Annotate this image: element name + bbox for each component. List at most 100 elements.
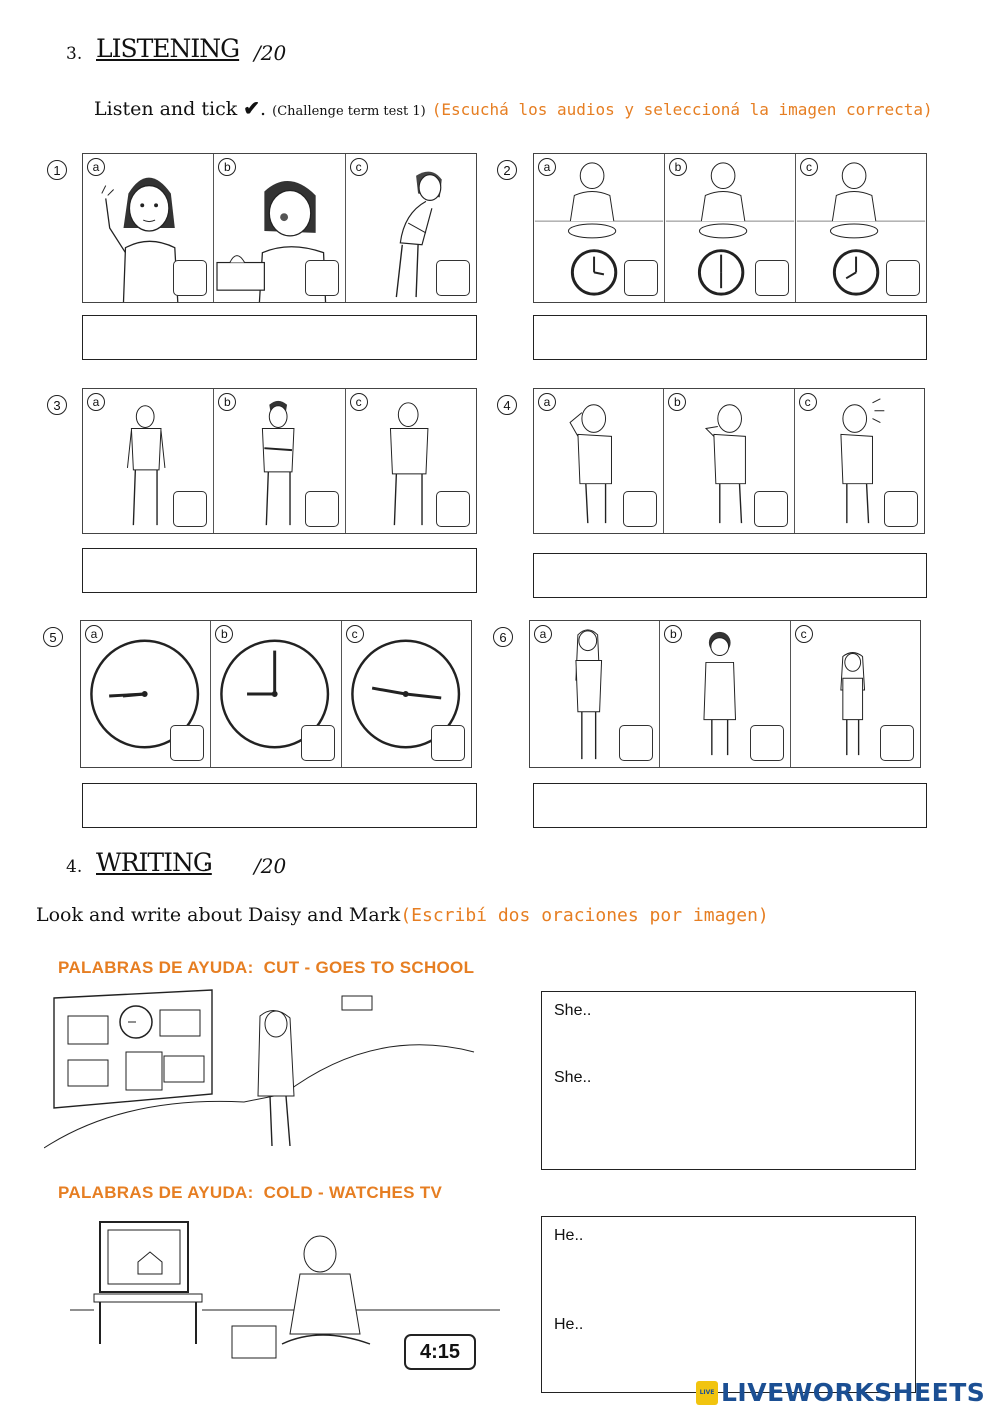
boy-headache-illustration	[569, 404, 612, 524]
clock-illustration	[350, 639, 460, 749]
option-a: a	[81, 621, 212, 767]
boy-eating-clock-illustration	[796, 162, 926, 296]
logo-text: LIVEWORKSHEETS	[721, 1378, 986, 1407]
question-6-panel: a b c	[529, 620, 921, 768]
question-1-panel: a b c	[82, 153, 477, 303]
man-arms-crossed-illustration	[262, 400, 295, 526]
option-c: c	[346, 154, 476, 302]
option-letter: a	[538, 158, 556, 176]
tick-box[interactable]	[304, 491, 339, 527]
tick-box[interactable]	[435, 260, 470, 296]
option-letter: c	[794, 625, 813, 643]
option-letter: b	[669, 158, 687, 176]
option-b: b	[211, 621, 342, 767]
section-title: LISTENING	[96, 34, 240, 63]
answer-box[interactable]	[82, 548, 477, 593]
option-c: c	[346, 389, 476, 533]
writing-instruction: Look and write about Daisy and Mark(Escr…	[36, 904, 769, 926]
tall-girl-illustration	[575, 629, 603, 760]
writing-box[interactable]: She.. She..	[541, 991, 916, 1170]
option-c: c	[796, 154, 926, 302]
instruction-text: Look and write about Daisy and Mark	[36, 904, 401, 926]
short-girl-illustration	[839, 652, 865, 756]
boy-watching-tv-illustration	[70, 1221, 500, 1359]
instruction-spanish: (Escuchá los audios y seleccioná la imag…	[431, 100, 933, 119]
tick-box[interactable]	[173, 260, 208, 296]
option-letter: c	[345, 625, 364, 643]
instruction-dot: .	[260, 98, 267, 120]
instruction-text: Listen and tick	[94, 98, 238, 120]
tick-box[interactable]	[755, 260, 789, 296]
option-b: b	[214, 154, 346, 302]
option-letter: a	[87, 158, 105, 176]
option-letter: c	[800, 158, 818, 176]
option-letter: a	[85, 625, 103, 643]
girl-school-illustration	[44, 989, 475, 1149]
question-5-panel: a b c	[80, 620, 472, 768]
tick-box[interactable]	[883, 491, 918, 527]
option-letter: c	[349, 158, 368, 176]
option-c: c	[795, 389, 924, 533]
option-b: b	[665, 154, 796, 302]
option-c: c	[791, 621, 920, 767]
tick-box[interactable]	[619, 725, 654, 761]
section-title: WRITING	[96, 848, 213, 877]
option-letter: b	[664, 625, 683, 643]
digital-clock: 4:15	[404, 1334, 476, 1370]
answer-box[interactable]	[533, 315, 927, 360]
option-b: b	[664, 389, 795, 533]
clock-illustration	[220, 639, 330, 749]
option-letter: b	[668, 393, 687, 411]
tick-box[interactable]	[753, 491, 788, 527]
girl-cut-finger-illustration	[101, 177, 179, 302]
tick-box[interactable]	[624, 260, 658, 296]
boy-cough-illustration	[840, 398, 884, 524]
writing-box[interactable]: He.. He..	[541, 1216, 916, 1393]
answer-box[interactable]	[82, 783, 477, 828]
man-standing-illustration	[126, 405, 166, 526]
question-number: 1	[47, 160, 67, 180]
instruction-note: (Challenge term test 1)	[272, 104, 426, 119]
option-letter: b	[215, 625, 234, 643]
liveworksheets-logo: LIVE LIVEWORKSHEETS	[696, 1378, 985, 1407]
question-3-panel: a b c	[82, 388, 477, 534]
tick-box[interactable]	[170, 725, 205, 761]
helper-words: PALABRAS DE AYUDA: CUT - GOES TO SCHOOL	[58, 958, 475, 977]
option-letter: b	[218, 158, 237, 176]
sentence-starter: She..	[554, 1002, 592, 1019]
option-letter: a	[534, 625, 552, 643]
section-score: /20	[254, 41, 287, 65]
boy-eating-clock-illustration	[534, 162, 664, 296]
sentence-starter: He..	[554, 1227, 584, 1244]
answer-box[interactable]	[533, 783, 927, 828]
helper-words: PALABRAS DE AYUDA: COLD - WATCHES TV	[58, 1183, 443, 1202]
sentence-starter: He..	[554, 1316, 584, 1333]
logo-mini-text: LIVE	[699, 1389, 715, 1396]
tick-box[interactable]	[430, 725, 465, 761]
tick-box[interactable]	[886, 260, 920, 296]
tick-box[interactable]	[435, 491, 470, 527]
option-letter: a	[538, 393, 556, 411]
tick-box[interactable]	[173, 491, 208, 527]
answer-box[interactable]	[82, 315, 477, 360]
title-colon: :	[203, 856, 209, 876]
option-letter: a	[87, 393, 105, 411]
option-letter: c	[349, 393, 368, 411]
tick-box[interactable]	[879, 725, 914, 761]
answer-box[interactable]	[533, 553, 927, 598]
girl-standing-illustration	[703, 631, 737, 756]
listening-instruction: Listen and tick ✔. (Challenge term test …	[94, 96, 933, 120]
boy-eating-clock-illustration	[665, 162, 795, 296]
section-score: /20	[254, 854, 287, 878]
tick-box[interactable]	[300, 725, 335, 761]
tick-box[interactable]	[304, 260, 339, 296]
logo-badge: LIVE	[696, 1380, 718, 1405]
boy-toothache-illustration	[705, 404, 747, 524]
tick-box[interactable]	[623, 491, 658, 527]
tick-box[interactable]	[749, 725, 784, 761]
option-a: a	[534, 389, 665, 533]
man-standing-illustration	[389, 402, 429, 526]
option-b: b	[214, 389, 346, 533]
option-c: c	[342, 621, 471, 767]
tick-icon: ✔	[243, 96, 261, 120]
